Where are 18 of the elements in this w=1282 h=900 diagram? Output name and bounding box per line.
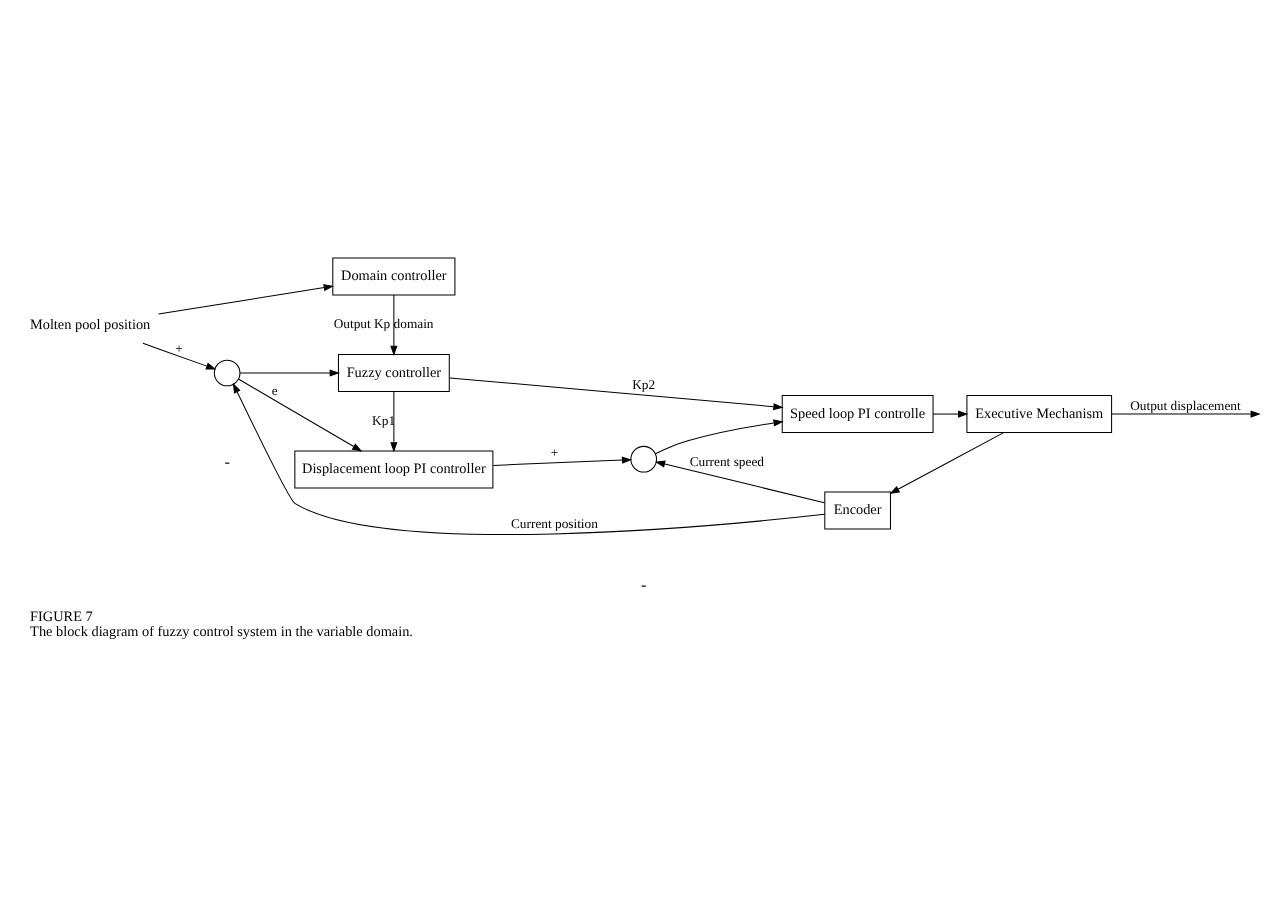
arrow <box>239 368 340 376</box>
label: - <box>224 452 230 471</box>
arrow <box>449 376 784 410</box>
arrow <box>492 455 633 465</box>
arrow <box>1111 409 1261 417</box>
arrow <box>237 377 363 451</box>
arrow <box>932 409 969 417</box>
arrow <box>654 418 784 454</box>
arrow <box>390 390 398 452</box>
arrow <box>889 431 1005 493</box>
node-circle <box>213 358 241 386</box>
node-circle <box>630 444 658 472</box>
label: - <box>640 575 647 594</box>
arrow <box>158 283 334 314</box>
arrow <box>390 293 398 355</box>
arrow <box>654 459 825 503</box>
arrow <box>142 341 217 369</box>
arrow <box>232 381 825 535</box>
